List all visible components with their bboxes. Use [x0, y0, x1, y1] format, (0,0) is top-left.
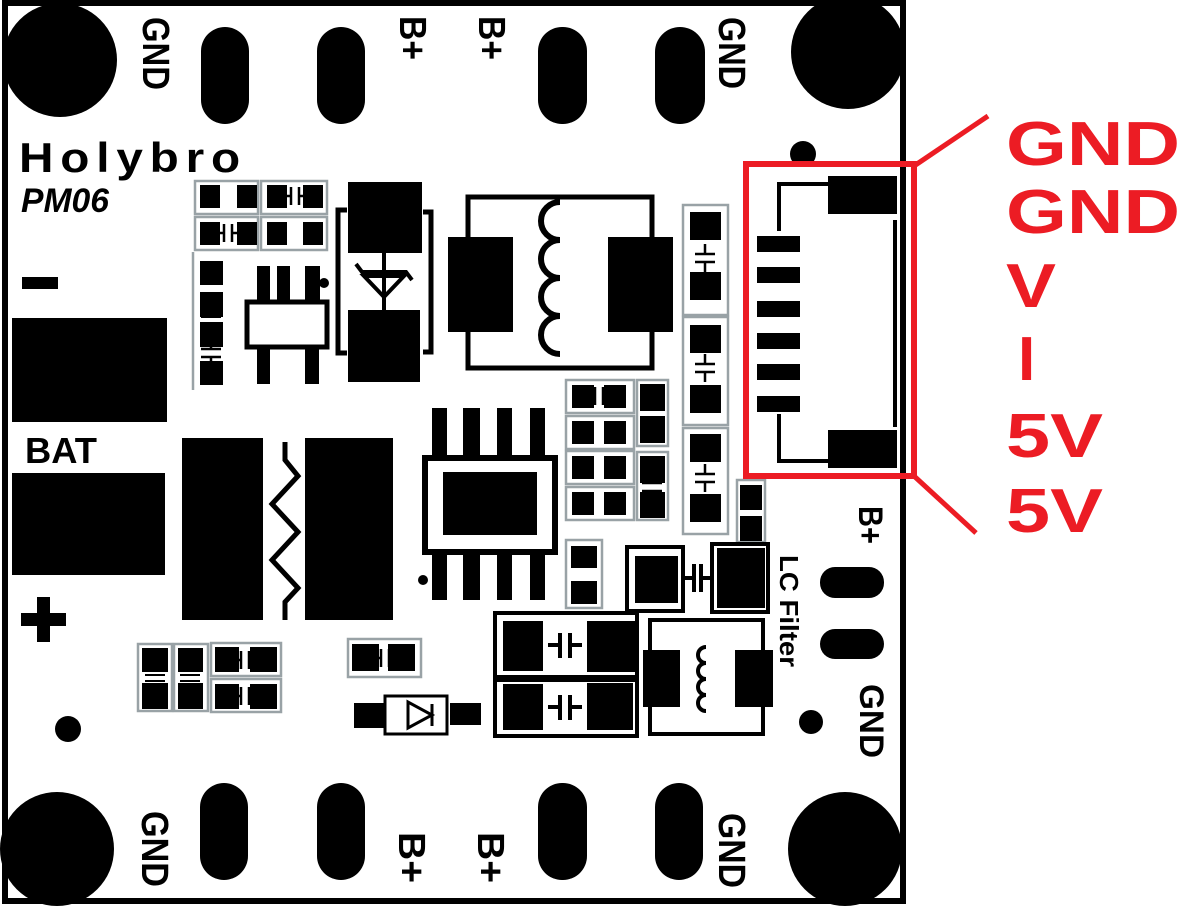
connector-anchor-pad-bottom: [828, 430, 897, 468]
pad-top-bplus-1: [538, 27, 587, 124]
minus-symbol: [22, 277, 58, 289]
brand-logo: Holybro: [19, 134, 247, 181]
zener-diode-icon: [354, 253, 414, 310]
plus-symbol: [21, 597, 66, 642]
lc-filter-label: LC Filter: [774, 555, 804, 667]
pinout-label-5v-1: 5V: [1006, 402, 1103, 471]
pinout-label-i: I: [1018, 325, 1035, 394]
sot23-component: [244, 266, 330, 384]
battery-label: BAT: [25, 430, 97, 471]
mounting-hole-bottom-right: [788, 792, 902, 906]
top-pads: [201, 27, 705, 124]
pad-bottom-gnd-1: [200, 783, 248, 880]
jst-connector: [757, 176, 897, 468]
diode-triangle-icon: [406, 699, 436, 731]
pad-bottom-gnd-2: [317, 783, 365, 880]
pad-label-right-bplus: B+: [851, 506, 889, 544]
pinout-label-v: V: [1006, 252, 1056, 321]
pad-label-bottom-gnd-left: GND: [133, 811, 175, 887]
pad-top-bplus-2: [655, 27, 705, 124]
pinout-label-gnd-1: GND: [1006, 110, 1180, 179]
pinout-leader-top: [912, 113, 990, 169]
pad-label-top-gnd-left: GND: [134, 17, 176, 90]
bottom-pads: [200, 783, 703, 880]
fiducial-dot: [418, 575, 428, 585]
pinout-annotation: GND GND V I 5V 5V: [743, 110, 1180, 546]
connector-anchor-pad-top: [828, 176, 897, 214]
pad-bottom-bplus-1: [538, 783, 587, 880]
pad-label-top-gnd-right: GND: [710, 17, 752, 89]
lc-coil-icon: [696, 645, 707, 713]
pad-label-top-bplus-2: B+: [470, 16, 512, 60]
capacitor-column-right: [681, 203, 767, 544]
pad-top-gnd-2: [317, 27, 365, 124]
battery-pad-positive: [12, 473, 165, 575]
mounting-hole-top-right: [791, 0, 905, 109]
passive-cluster-top: [191, 179, 329, 390]
lc-filter-circuit: [643, 618, 773, 736]
connector-pin-6: [757, 396, 800, 412]
right-pads: [820, 567, 884, 659]
model-label: PM06: [21, 182, 110, 220]
connector-pin-1: [757, 236, 800, 252]
regulator-ic: [422, 408, 558, 600]
pad-label-bottom-bplus-1: B+: [390, 832, 432, 883]
diode-component: [335, 182, 434, 382]
led-component: [354, 694, 481, 736]
battery-pad-negative: [12, 318, 167, 422]
pad-label-top-bplus-1: B+: [391, 16, 433, 60]
pad-label-bottom-gnd-right: GND: [710, 813, 752, 888]
pinout-leader-bottom: [912, 474, 978, 535]
fiducial-dot: [319, 278, 329, 288]
fiducial-dot: [790, 141, 816, 167]
pad-right-gnd: [820, 629, 884, 659]
capacitor-pair-center: [625, 542, 770, 614]
passive-cluster-bottom-left: [136, 637, 481, 736]
connector-pin-4: [757, 333, 800, 349]
shunt-resistor: [182, 438, 393, 620]
battery-terminals: BAT: [12, 277, 167, 642]
board-outline: [2, 0, 906, 904]
pad-label-bottom-bplus-2: B+: [469, 832, 511, 883]
pad-label-right-gnd: GND: [852, 684, 890, 758]
connector-pin-2: [757, 267, 800, 283]
pinout-label-gnd-2: GND: [1006, 178, 1180, 247]
capacitor-rows-bottom: [493, 611, 639, 738]
passive-grid-mid: [564, 378, 670, 610]
pinout-label-5v-2: 5V: [1006, 477, 1103, 546]
fiducial-dot: [55, 716, 81, 742]
pad-bottom-bplus-2: [655, 783, 703, 880]
connector-pin-3: [757, 301, 800, 317]
pinout-callout-box: [743, 161, 917, 479]
mounting-hole-bottom-left: [0, 792, 114, 906]
connector-pin-5: [757, 364, 800, 380]
inductor-circuit: [448, 194, 673, 371]
inductor-coil-icon: [538, 199, 561, 357]
pad-right-bplus: [820, 567, 884, 598]
fiducial-dot: [799, 710, 823, 734]
mounting-hole-top-left: [3, 3, 117, 117]
pad-top-gnd-1: [201, 27, 249, 124]
